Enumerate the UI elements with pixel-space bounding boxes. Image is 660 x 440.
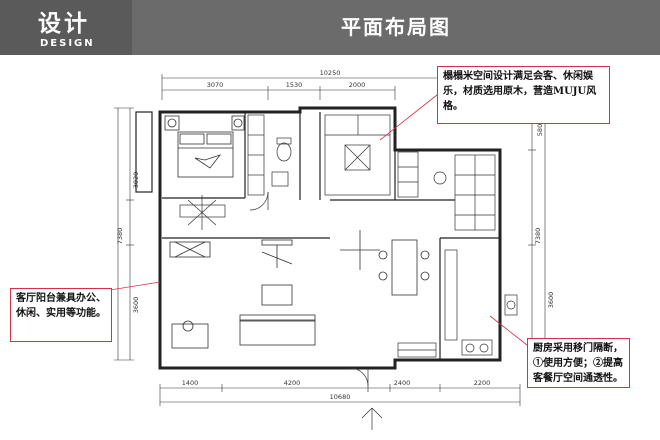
dim-top-3: 2000 [349, 81, 366, 89]
dim-left-2: 7380 [116, 228, 124, 245]
callout-study: 榻榻米空间设计满足会客、休闲娱乐，材质选用原木，营造MUJU风格。 [437, 66, 610, 124]
callout-living: 客厅阳台兼具办公、休闲、实用等功能。 [10, 288, 112, 342]
dim-right-3: 3600 [547, 292, 555, 309]
callout-kitchen: 厨房采用移门隔断，①使用方便；②提高客餐厅空间通透性。 [527, 338, 630, 388]
dim-bottom-1: 1400 [182, 379, 199, 387]
dim-right-2: 7380 [534, 228, 542, 245]
title-band: 平面布局图 [132, 0, 660, 55]
dim-bottom-2: 4200 [284, 379, 301, 387]
dim-bottom-4: 2200 [474, 379, 491, 387]
brand-block: 设计 DESIGN [0, 0, 132, 55]
dim-top-1: 3070 [207, 81, 224, 89]
dim-left-3: 3600 [132, 297, 140, 314]
header: 设计 DESIGN 平面布局图 [0, 0, 660, 55]
page-title: 平面布局图 [341, 15, 451, 39]
dim-bottom-total: 10680 [330, 393, 351, 401]
dim-right-1: 580 [536, 124, 544, 136]
dim-bottom-3: 2400 [394, 379, 411, 387]
brand-english: DESIGN [40, 38, 95, 49]
brand-chinese: 设计 [38, 10, 90, 37]
dim-top-2: 1530 [286, 81, 303, 89]
dim-top-total: 10250 [320, 69, 341, 77]
